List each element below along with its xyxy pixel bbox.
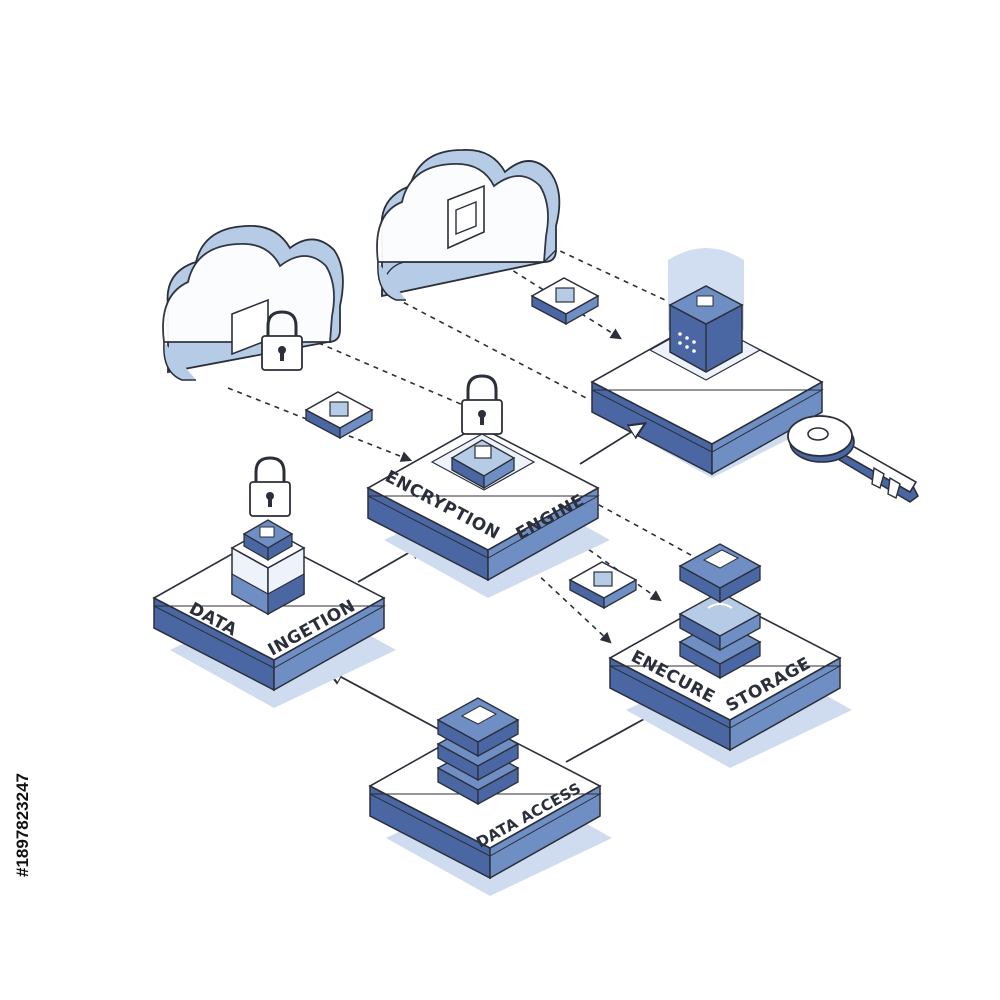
data-access-platform[interactable]: DATA ACCESS [368, 723, 612, 896]
dashed-line-cloud-left-to-db [394, 297, 591, 401]
data-packet-2 [304, 391, 374, 440]
padlock-icon [261, 310, 303, 371]
cloud-right [376, 149, 561, 301]
server-stack-icon [436, 697, 520, 806]
data-packet-3 [568, 561, 638, 610]
secure-storage-platform[interactable]: ENECURE STORAGE [608, 595, 852, 768]
cloud-left [162, 225, 344, 381]
arrow-access-to-ingestion [328, 670, 441, 731]
dashed-line-cloud-left-to-engine-2 [299, 334, 471, 409]
ingestion-container-icon [230, 519, 306, 616]
arrow-engine-to-db [579, 424, 644, 465]
data-packet-icon [593, 571, 613, 587]
data-packet-icon [329, 401, 349, 417]
dashed-line-cloud-left-to-engine [227, 387, 413, 462]
dashed-line-cloud-right-to-db-2 [514, 229, 666, 301]
data-packet-icon [555, 287, 575, 303]
data-packet-1 [530, 277, 600, 326]
padlock-icon [249, 456, 291, 517]
encryption-engine-platform[interactable]: ENCRYPTION ENGINE [366, 425, 610, 598]
database-cube-icon [668, 248, 744, 373]
key-icon [787, 415, 919, 503]
padlock-icon [461, 374, 503, 435]
dashed-line-engine-to-storage [489, 529, 612, 644]
stock-id-text: #1897823247 [13, 772, 32, 878]
dashed-line-engine-to-storage-3 [589, 499, 701, 561]
stock-id-watermark: #1897823247 [12, 755, 34, 895]
server-stack-icon [678, 543, 762, 680]
